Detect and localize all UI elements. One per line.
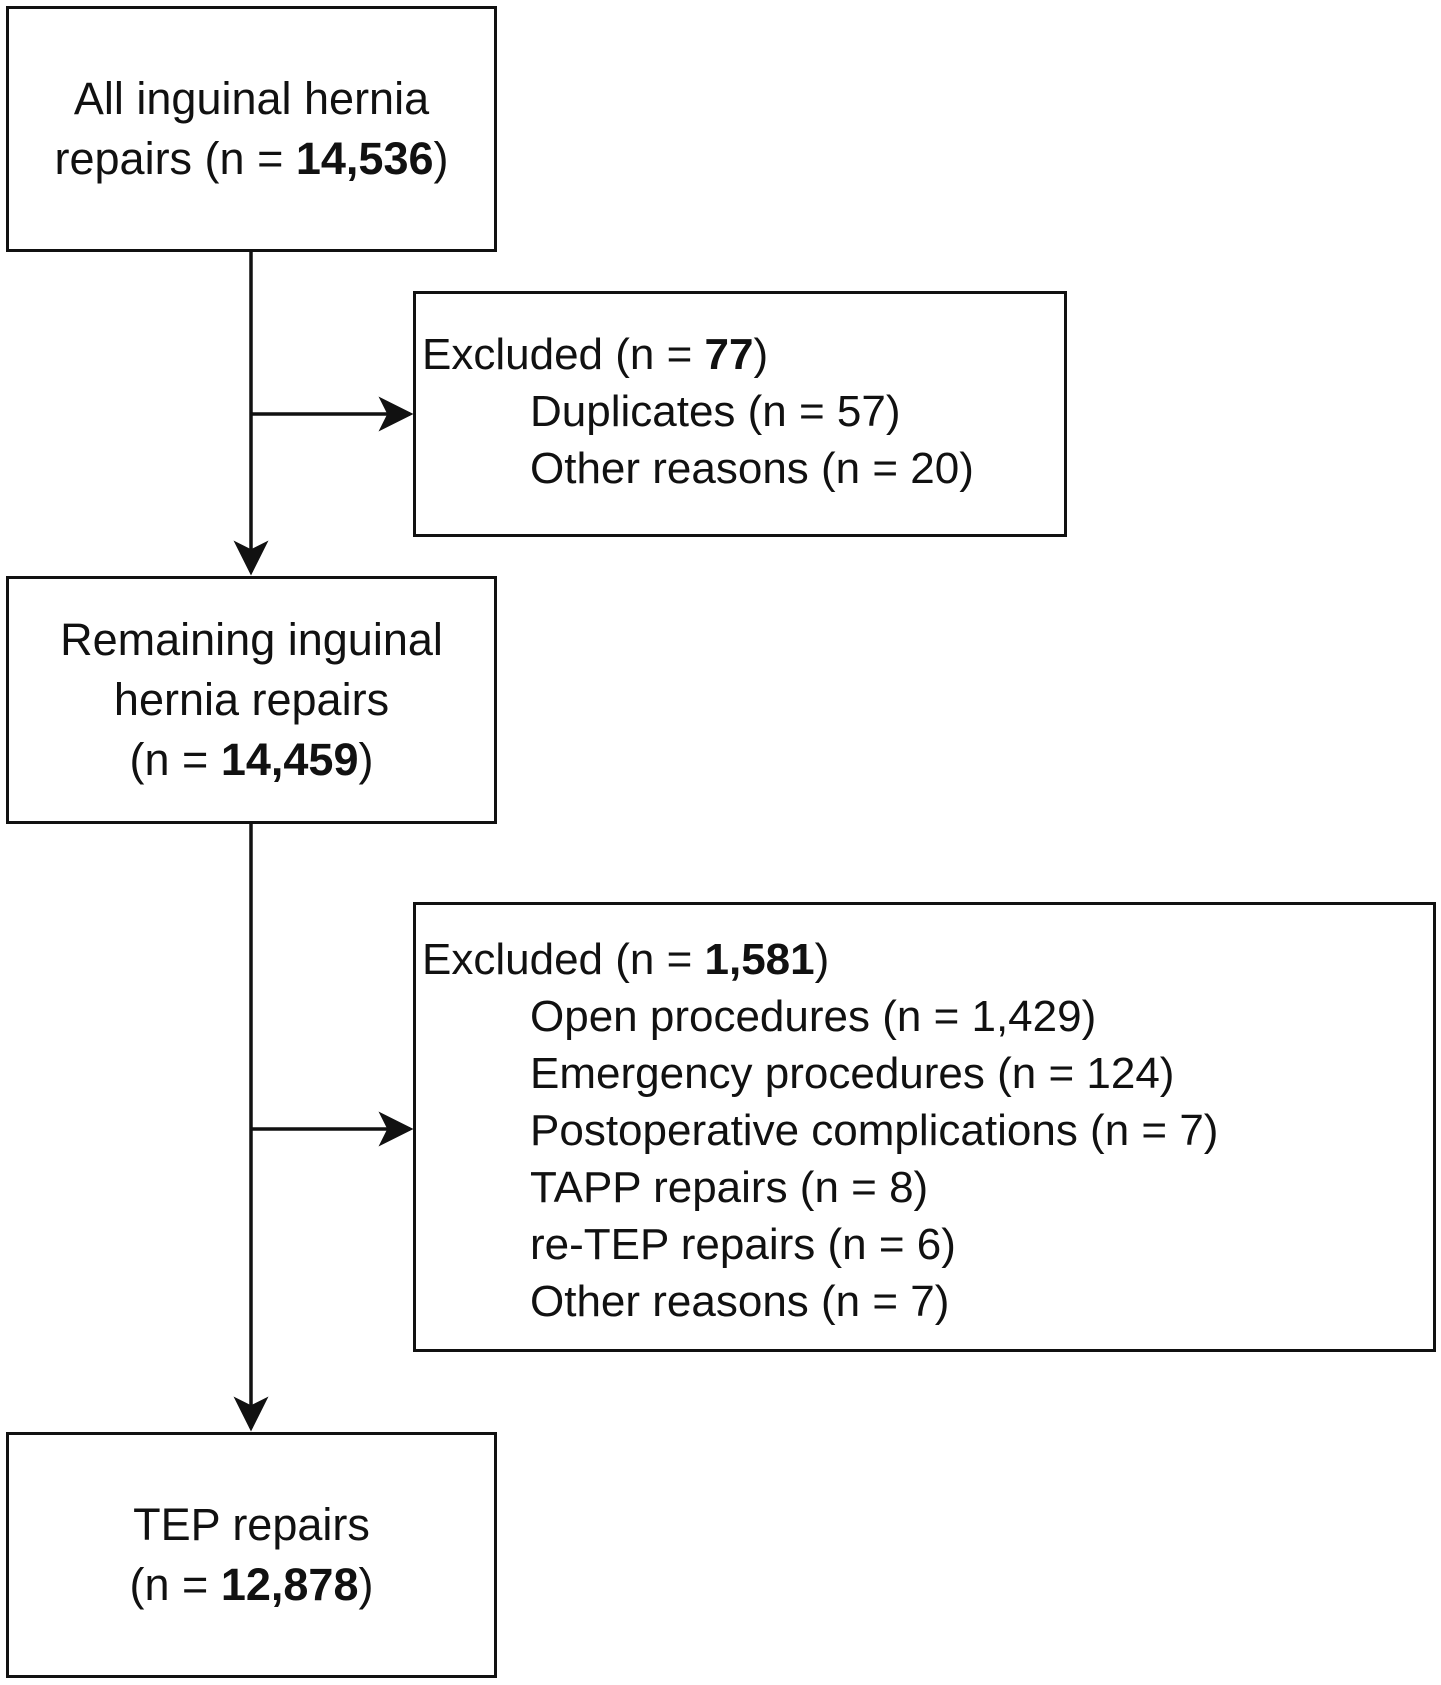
tep-line1: TEP repairs <box>133 1499 370 1550</box>
excluded-first-item: Other reasons (n = 20) <box>530 444 974 493</box>
remaining-count: 14,459 <box>220 734 359 785</box>
excluded-second-item: Other reasons (n = 7) <box>530 1277 950 1326</box>
all-repairs-suffix: ) <box>433 133 449 184</box>
excluded-second-heading: Excluded (n = 1,581) <box>422 931 1433 988</box>
all-repairs-box: All inguinal hernia repairs (n = 14,536) <box>6 6 497 252</box>
excluded-first-box: Excluded (n = 77) Duplicates (n = 57) Ot… <box>413 291 1067 537</box>
excluded-first-prefix: Excluded (n = <box>422 330 705 379</box>
excluded-second-item: TAPP repairs (n = 8) <box>530 1163 929 1212</box>
excluded-first-suffix: ) <box>753 330 769 379</box>
remaining-prefix: (n = <box>129 734 221 785</box>
excluded-second-item: re-TEP repairs (n = 6) <box>530 1220 956 1269</box>
tep-repairs-box: TEP repairs (n = 12,878) <box>6 1432 497 1678</box>
all-repairs-line2: repairs (n = 14,536) <box>55 129 449 189</box>
tep-line2: (n = 12,878) <box>130 1555 374 1615</box>
remaining-suffix: ) <box>358 734 374 785</box>
tep-count: 12,878 <box>220 1559 359 1610</box>
excluded-second-suffix: ) <box>814 935 830 984</box>
excluded-second-box: Excluded (n = 1,581) Open procedures (n … <box>413 902 1436 1352</box>
excluded-first-heading: Excluded (n = 77) <box>422 326 1064 383</box>
excluded-second-item: Emergency procedures (n = 124) <box>530 1049 1175 1098</box>
excluded-second-item: Postoperative complications (n = 7) <box>530 1106 1219 1155</box>
remaining-line2: hernia repairs <box>113 674 390 725</box>
tep-prefix: (n = <box>129 1559 221 1610</box>
all-repairs-line1: All inguinal hernia <box>73 73 430 124</box>
remaining-line1: Remaining inguinal <box>60 614 443 665</box>
remaining-line3: (n = 14,459) <box>130 730 374 790</box>
excluded-second-prefix: Excluded (n = <box>422 935 705 984</box>
excluded-first-item: Duplicates (n = 57) <box>530 387 901 436</box>
all-repairs-prefix: repairs (n = <box>54 133 296 184</box>
all-repairs-count: 14,536 <box>295 133 434 184</box>
excluded-first-count: 77 <box>704 330 754 379</box>
excluded-second-count: 1,581 <box>704 935 815 984</box>
remaining-repairs-box: Remaining inguinal hernia repairs (n = 1… <box>6 576 497 824</box>
excluded-second-item: Open procedures (n = 1,429) <box>530 992 1097 1041</box>
tep-suffix: ) <box>358 1559 374 1610</box>
